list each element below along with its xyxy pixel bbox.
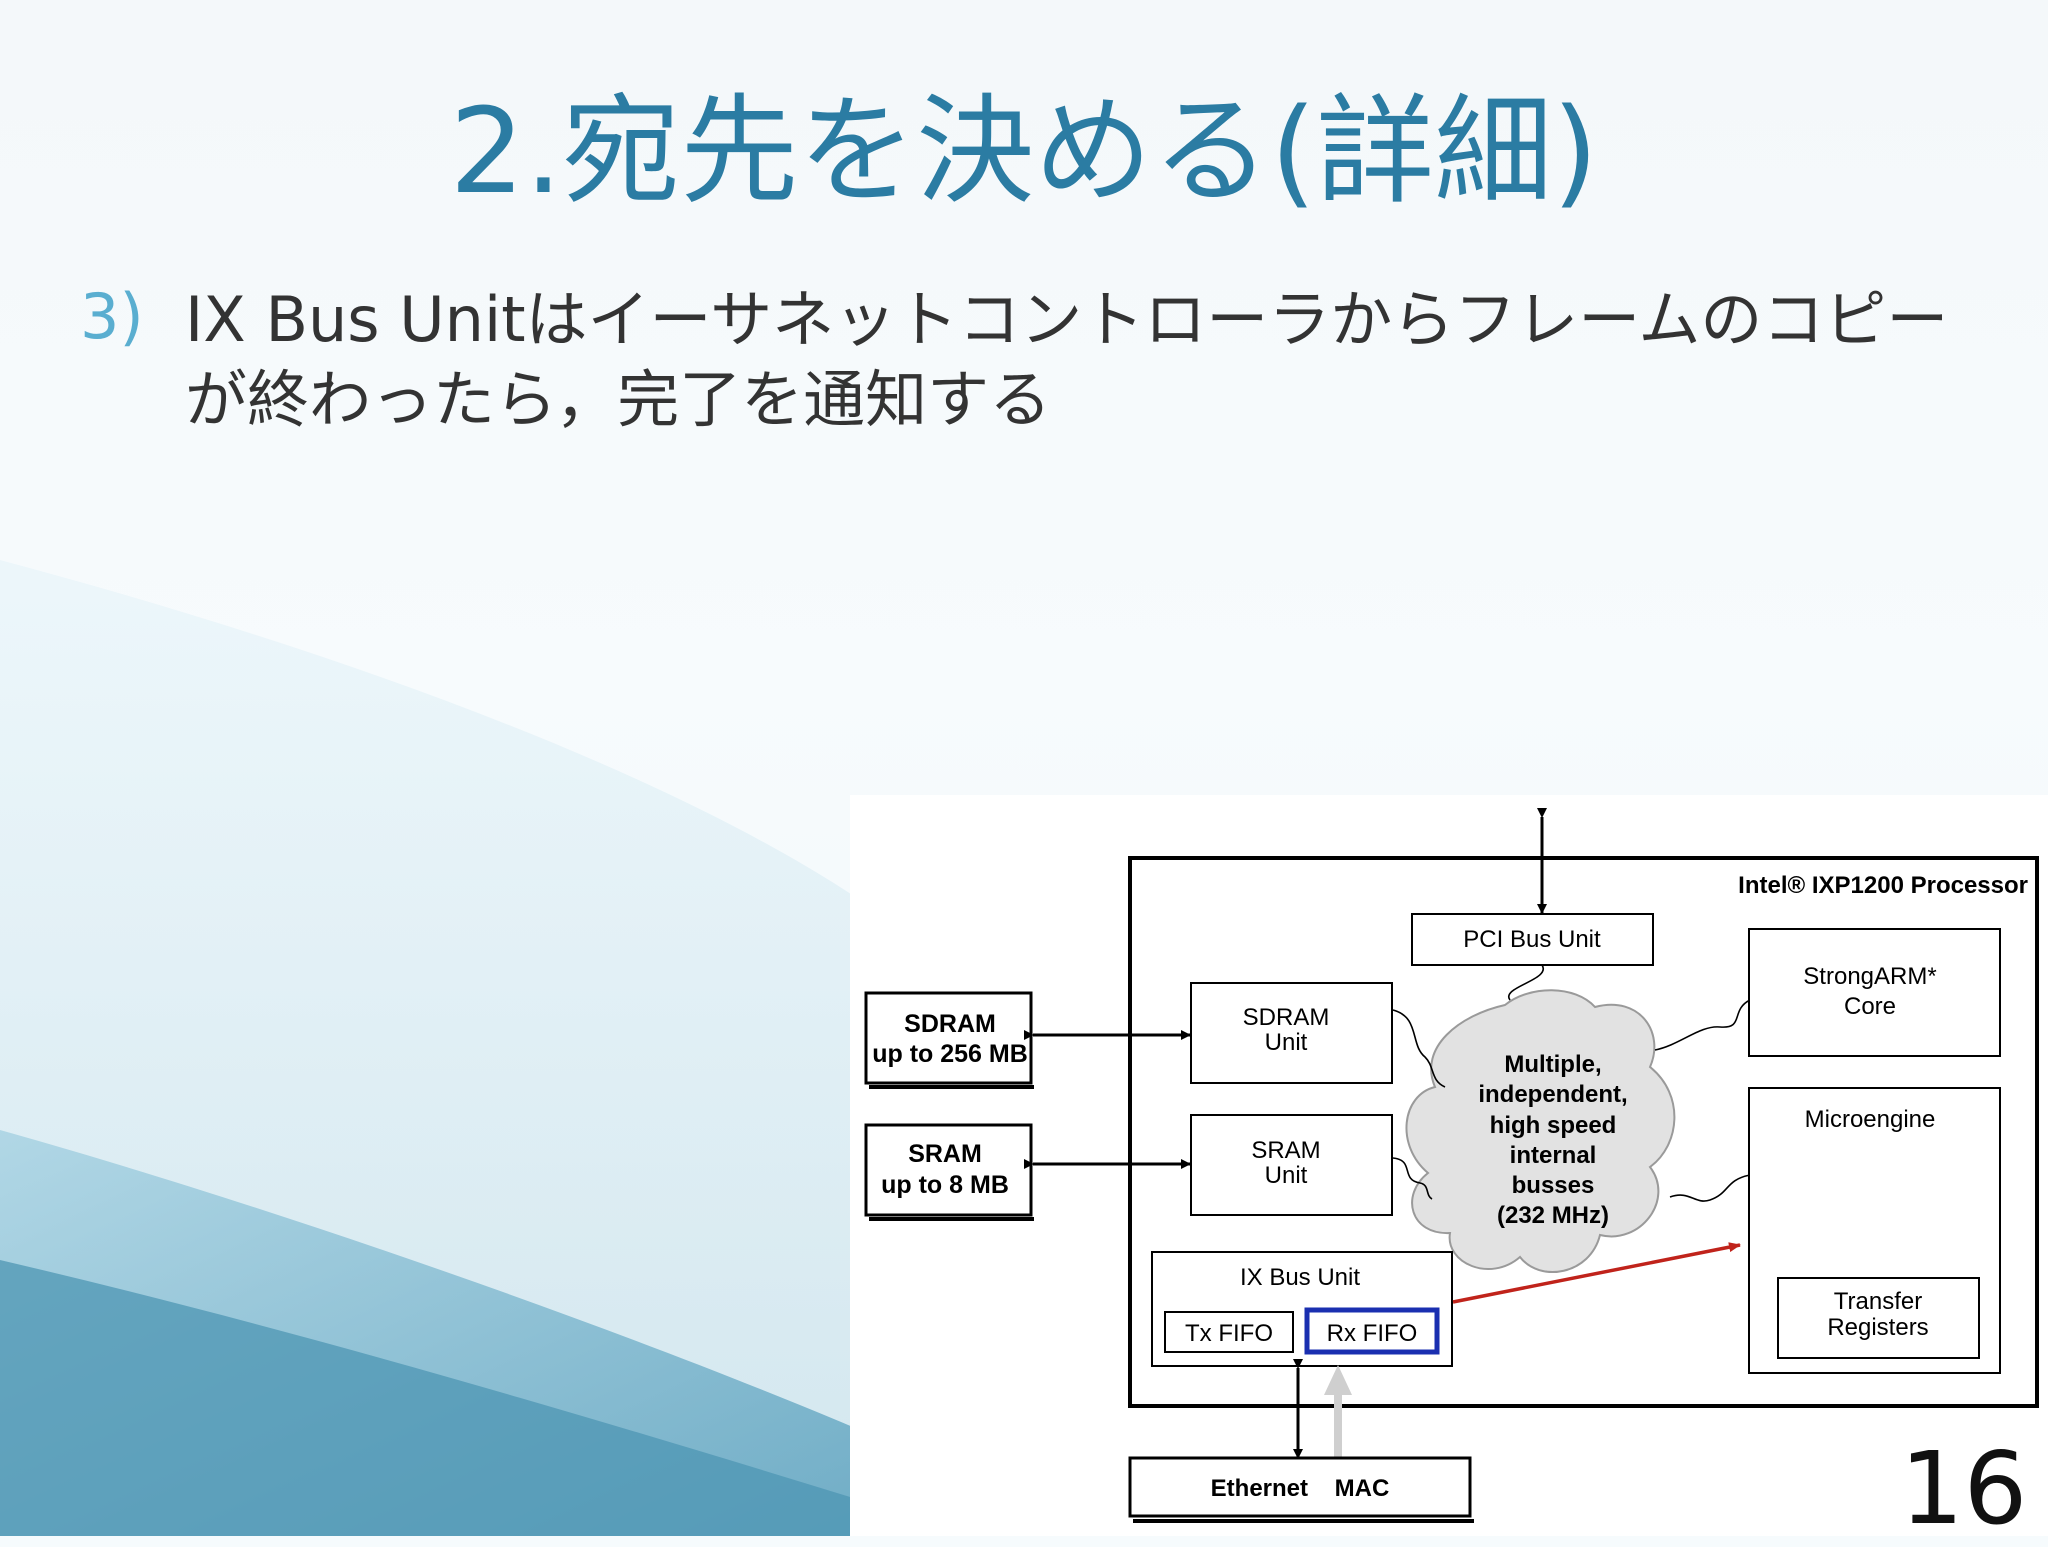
internal-bus-cloud (1405, 989, 1676, 1273)
bullet-text-line-1: IX Bus Unitはイーサネットコントローラからフレームのコピー (185, 283, 1949, 356)
transfer-line-1: Transfer (1834, 1288, 1922, 1315)
slide-title: 2.宛先を決める(詳細) (449, 82, 1599, 220)
processor-label: Intel® IXP1200 Processor (1738, 872, 2028, 899)
ethernet-mac-box (1128, 1456, 1472, 1518)
bus-connectors (1392, 964, 1758, 1202)
rx-fifo-box (1304, 1307, 1440, 1355)
bullet-text-line-2: が終わったら，完了を通知する (185, 363, 1052, 436)
strongarm-line-1: StrongARM* (1803, 963, 1936, 990)
sram-external-box (864, 1123, 1033, 1217)
pci-bus-unit-box (1411, 913, 1654, 966)
sdram-unit-line-1: SDRAM (1243, 1004, 1330, 1031)
frame-copy-arrow (1324, 1365, 1352, 1458)
strongarm-core-box (1748, 928, 2001, 1057)
cloud-line-1: Multiple, (1504, 1051, 1601, 1078)
bullet-number: 3) (80, 280, 144, 353)
strongarm-line-2: Core (1844, 993, 1896, 1020)
tx-fifo-label: Tx FIFO (1185, 1320, 1273, 1347)
sdram-external-box (864, 991, 1033, 1085)
pci-bus-unit-label: PCI Bus Unit (1463, 926, 1601, 953)
cloud-line-4: internal (1510, 1142, 1597, 1169)
ixp1200-block-diagram: Intel® IXP1200 Processor PCI Bus Unit Mu… (850, 795, 2048, 1536)
cloud-line-3: high speed (1490, 1112, 1617, 1139)
sdram-external-line-2: up to 256 MB (872, 1040, 1028, 1068)
ethernet-mac-label: Ethernet MAC (1211, 1475, 1390, 1502)
sdram-unit-line-2: Unit (1265, 1029, 1308, 1056)
cloud-line-6: (232 MHz) (1497, 1202, 1609, 1229)
page-number: 16 (1900, 1430, 2028, 1547)
rx-fifo-label: Rx FIFO (1327, 1320, 1418, 1347)
processor-box (1128, 856, 2039, 1408)
sram-unit-line-2: Unit (1265, 1162, 1308, 1189)
sram-external-line-2: up to 8 MB (881, 1171, 1009, 1199)
sdram-external-line-1: SDRAM (904, 1010, 996, 1038)
bullet-text: IX Bus Unitはイーサネットコントローラからフレームのコピー が終わった… (185, 280, 1985, 440)
cloud-line-2: independent, (1478, 1081, 1627, 1108)
ix-bus-unit-label: IX Bus Unit (1240, 1264, 1360, 1291)
microengine-label: Microengine (1805, 1106, 1936, 1133)
cloud-text: Multiple, independent, high speed intern… (1478, 1051, 1627, 1229)
cloud-line-5: busses (1512, 1172, 1595, 1199)
sdram-unit-box (1190, 982, 1393, 1084)
transfer-line-2: Registers (1827, 1314, 1928, 1341)
rx-to-microengine-arrow (1452, 1242, 1741, 1304)
tx-fifo-box (1164, 1311, 1294, 1353)
transfer-registers-box (1777, 1277, 1980, 1359)
sram-unit-line-1: SRAM (1251, 1137, 1320, 1164)
sram-unit-box (1190, 1114, 1393, 1216)
sram-external-line-1: SRAM (908, 1140, 982, 1168)
